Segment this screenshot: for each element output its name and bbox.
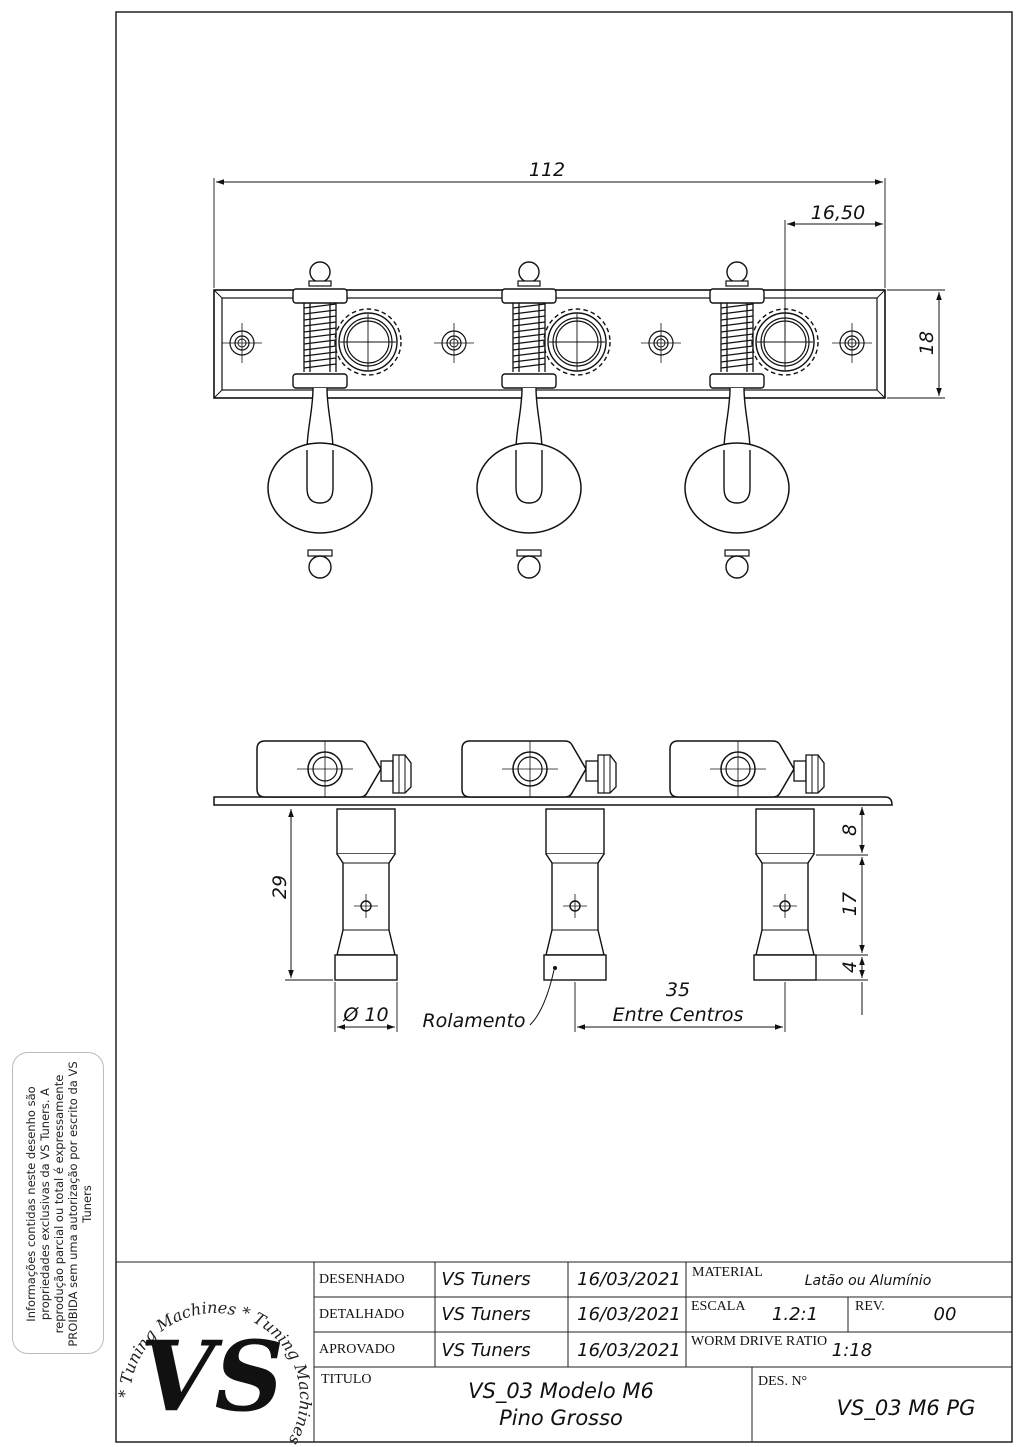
aprovado-label: APROVADO	[319, 1342, 395, 1357]
dim-post-height: 29	[269, 875, 291, 899]
title-line-1: VS_03 Modelo M6	[468, 1379, 654, 1404]
dim-overall-length: 112	[529, 159, 565, 181]
desenhado-label: DESENHADO	[319, 1272, 405, 1287]
detalhado-by: VS Tuners	[441, 1304, 530, 1325]
worm-ratio-value: 1:18	[832, 1340, 872, 1361]
escala-label: ESCALA	[691, 1299, 746, 1314]
side-view: 29 8 17 4 Ø 10 Rolamento 35 Entre Centro…	[213, 740, 893, 1032]
dim-offset-right: 16,50	[811, 202, 865, 224]
dim-plate-height: 18	[916, 331, 938, 355]
drawing-number-label: DES. N°	[758, 1374, 807, 1389]
logo-monogram: VS	[140, 1320, 284, 1433]
worm-ratio-label: WORM DRIVE RATIO	[691, 1334, 827, 1349]
sheet-border	[115, 11, 1013, 1443]
dim-center-distance-label: Entre Centros	[613, 1004, 744, 1026]
dim-seg-top: 8	[839, 824, 861, 836]
desenhado-by: VS Tuners	[441, 1269, 530, 1290]
string-post	[753, 808, 817, 981]
drawing-number: VS_03 M6 PG	[837, 1396, 976, 1421]
dim-seg-bottom: 4	[839, 961, 861, 973]
aprovado-date: 16/03/2021	[577, 1340, 681, 1361]
vs-tuners-logo: * Tuning Machines * Tuning Machines * Tu…	[115, 1298, 315, 1447]
title-block: DESENHADO VS Tuners 16/03/2021 DETALHADO…	[115, 1261, 1012, 1447]
material-value: Latão ou Alumínio	[805, 1273, 932, 1289]
dim-diameter: Ø 10	[342, 1004, 388, 1026]
rev-value: 00	[934, 1304, 957, 1325]
confidentiality-text: Informações contidas neste desenho são p…	[24, 1061, 94, 1347]
material-label: MATERIAL	[692, 1265, 763, 1280]
dim-seg-mid: 17	[839, 892, 861, 916]
bearing-leader	[529, 969, 555, 1026]
string-post	[543, 808, 607, 981]
aprovado-by: VS Tuners	[441, 1340, 530, 1361]
desenhado-date: 16/03/2021	[577, 1269, 681, 1290]
rev-label: REV.	[855, 1299, 885, 1314]
title-line-2: Pino Grosso	[499, 1406, 623, 1430]
bearing-label: Rolamento	[422, 1010, 525, 1032]
dim-center-distance: 35	[666, 979, 690, 1001]
titulo-label: TITULO	[321, 1372, 372, 1387]
detalhado-label: DETALHADO	[319, 1307, 404, 1322]
confidentiality-notice: Informações contidas neste desenho são p…	[12, 1052, 104, 1354]
tuner-head-side	[669, 740, 825, 798]
escala-value: 1.2:1	[772, 1304, 818, 1325]
detalhado-date: 16/03/2021	[577, 1304, 681, 1325]
top-view: 112 16,50 18	[213, 159, 945, 578]
string-post	[334, 808, 398, 981]
tuner-head-side	[256, 740, 412, 798]
side-plate	[213, 796, 893, 806]
tuner-head-side	[461, 740, 617, 798]
